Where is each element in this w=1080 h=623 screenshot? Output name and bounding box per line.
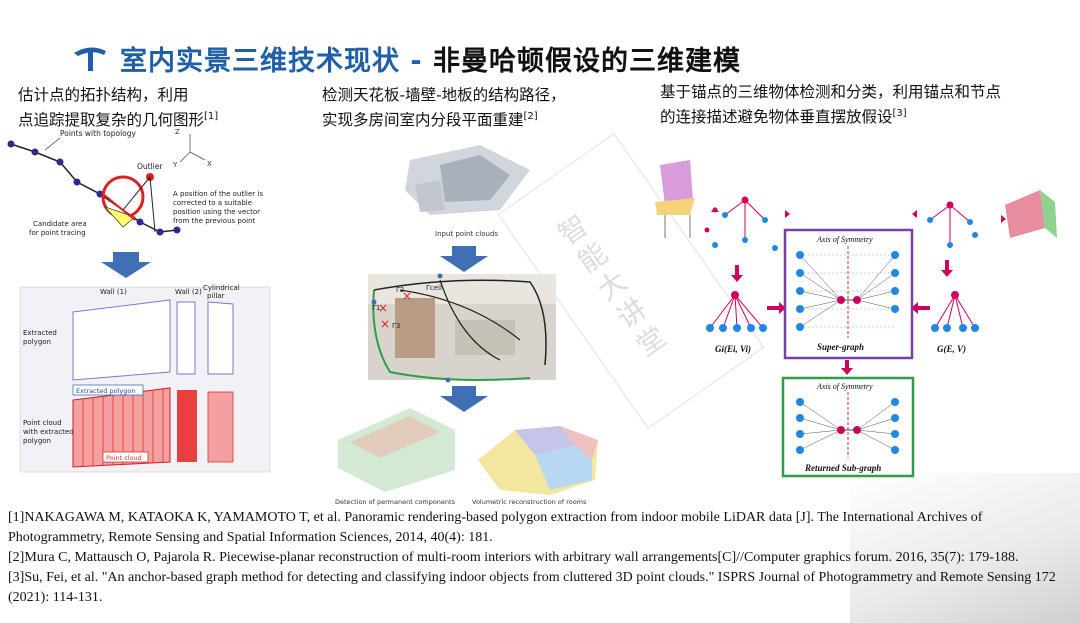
fig2-label-g2: Γ2 [396, 286, 404, 294]
fig2-label-ceil: Γceil [426, 284, 442, 292]
fig1-outlier-desc-4: from the previous point [173, 217, 255, 225]
column-1-line-2: 点追踪提取复杂的几何图形 [18, 111, 205, 130]
fig1-outlier-desc-1: A position of the outlier is [173, 190, 263, 198]
fig3-g-label: G(E, V) [937, 344, 966, 354]
figure-1-point-tracing: Points with topology Outlier A position … [7, 128, 271, 473]
fig2-down-arrow-2-icon [440, 386, 488, 412]
fig1-down-arrow-icon [101, 252, 151, 278]
fig1-wall-1: Wall (1) [100, 288, 127, 296]
fig2-marker-2: × [402, 289, 412, 303]
background-campus-photo [850, 473, 1080, 623]
fig1-outlier-desc-3: position using the vector [173, 208, 260, 216]
fig1-tag-pc: Point cloud [106, 454, 142, 462]
fig3-axis-sym-2: Axis of Symmetry [816, 382, 873, 391]
reference-3: [3]Su, Fei, et al. "An anchor-based grap… [8, 570, 1056, 605]
fig1-axis-y: Y [172, 161, 178, 169]
references: [1]NAKAGAWA M, KATAOKA K, YAMAMOTO T, et… [8, 508, 1068, 608]
fig1-outlier-label: Outlier [137, 162, 163, 171]
title-part-2: 非曼哈顿假设的三维建模 [433, 45, 742, 77]
fig3-arrow-right-down-icon [941, 260, 953, 277]
fig1-axis-z: Z [175, 128, 180, 136]
slide-header: 室内实景三维技术现状 - 非曼哈顿假设的三维建模 [70, 38, 741, 78]
fig1-extracted-2: polygon [23, 338, 51, 346]
fig3-arrow-left-down-icon [731, 265, 743, 282]
fig1-pc-1: Point cloud [23, 419, 62, 427]
fig1-tag-extracted: Extracted polygon [76, 387, 135, 395]
fig1-candidate-1: Candidate area [33, 220, 87, 228]
fig2-volumetric-caption: Volumetric reconstruction of rooms [472, 498, 587, 506]
reference-1: [1]NAKAGAWA M, KATAOKA K, YAMAMOTO T, et… [8, 510, 983, 545]
fig3-returned: Returned Sub-graph [804, 463, 881, 473]
fig2-marker-3: × [380, 317, 390, 331]
column-2-line-2: 实现多房间室内分段平面重建 [322, 111, 524, 130]
column-3-line-2: 的连接描述避免物体垂直摆放假设 [660, 108, 893, 127]
fig3-axis-sym-1: Axis of Symmetry [816, 235, 873, 244]
column-1-text: 估计点的拓扑结构，利用 点追踪提取复杂的几何图形[1] [18, 85, 218, 131]
figure-3-anchor-graph: Gi(Ei, Vi) G(E, V) Axis of Symmetry Supe… [655, 160, 1057, 478]
fig2-input-caption: Input point clouds [435, 230, 498, 238]
page-title: 室内实景三维技术现状 - 非曼哈顿假设的三维建模 [120, 39, 741, 78]
column-2-ref: [2] [523, 111, 538, 122]
figure-2-room-reconstruction: Input point clouds × × × Γceil Γ2 Γ3 Γ1 … [335, 145, 598, 506]
fig3-arrow-down-icon [841, 360, 853, 375]
column-1-ref: [1] [204, 111, 219, 122]
fig3-arrow-left-icon [911, 302, 930, 314]
fig1-wall-2: Wall (2) [175, 288, 202, 296]
fig2-label-g3: Γ3 [392, 322, 400, 330]
column-2-text: 检测天花板-墙壁-地板的结构路径， 实现多房间室内分段平面重建[2] [322, 85, 566, 131]
logo-icon [74, 47, 106, 71]
column-3-text: 基于锚点的三维物体检测和分类，利用锚点和节点 的连接描述避免物体垂直摆放假设[3… [660, 82, 1001, 128]
fig3-gi-label: Gi(Ei, Vi) [715, 344, 751, 354]
fig1-candidate-2: for point tracing [29, 229, 86, 237]
fig1-extracted-1: Extracted [23, 329, 57, 337]
fig1-points-topology-label: Points with topology [60, 129, 137, 138]
fig1-pc-2: with extracted [23, 428, 74, 436]
fig3-arrow-right-icon [767, 302, 786, 314]
fig1-cyl-1: Cylindrical [203, 284, 240, 292]
column-2-line-1: 检测天花板-墙壁-地板的结构路径， [322, 86, 566, 104]
column-3-ref: [3] [892, 108, 907, 119]
fig2-marker-1: × [378, 301, 388, 315]
fig2-down-arrow-1-icon [440, 246, 488, 272]
fig1-pc-3: polygon [23, 437, 51, 445]
fig2-label-g1: Γ1 [372, 304, 380, 312]
column-1-line-1: 估计点的拓扑结构，利用 [18, 86, 189, 104]
fig2-detect-caption: Detection of permanent components [335, 498, 456, 506]
fig1-outlier-desc-2: corrected to a suitable [173, 199, 252, 207]
fig1-axis-x: X [207, 160, 212, 168]
fig1-cyl-2: pillar [207, 292, 225, 300]
reference-2: [2]Mura C, Mattausch O, Pajarola R. Piec… [8, 550, 1019, 565]
fig3-super-graph: Super-graph [817, 342, 864, 352]
title-part-1: 室内实景三维技术现状 - [120, 45, 434, 77]
column-3-line-1: 基于锚点的三维物体检测和分类，利用锚点和节点 [660, 83, 1002, 101]
